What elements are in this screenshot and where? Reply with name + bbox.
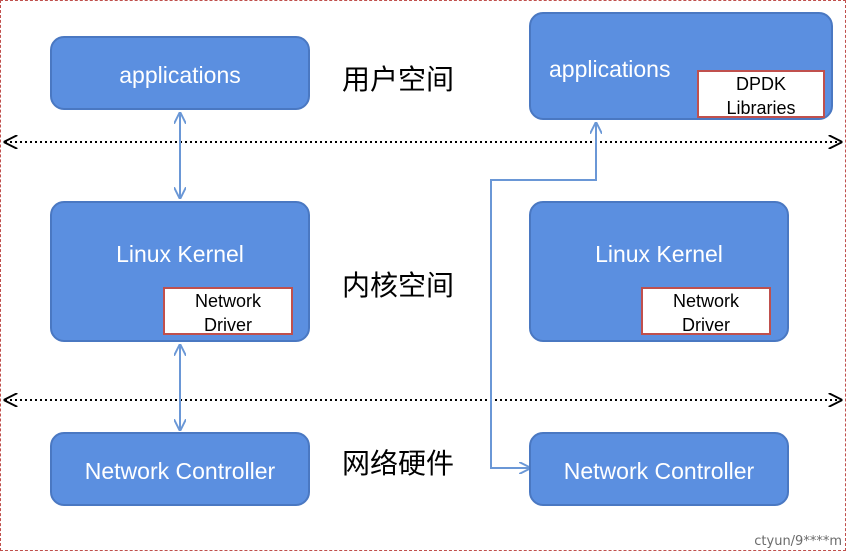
right-driver-line2: Driver xyxy=(682,315,730,335)
right-kernel-label: Linux Kernel xyxy=(595,241,723,267)
right-controller-label: Network Controller xyxy=(563,458,755,484)
left-applications-box: applications xyxy=(50,36,310,110)
left-kernel-label: Linux Kernel xyxy=(116,241,244,267)
left-driver-line1: Network xyxy=(194,291,261,311)
right-kernel-box: Linux Kernel Network Driver xyxy=(529,201,789,342)
zone-label-hardware: 网络硬件 xyxy=(342,447,455,480)
dpdk-line1: DPDK xyxy=(735,74,786,94)
left-driver-line2: Driver xyxy=(204,315,252,335)
right-driver-line1: Network xyxy=(672,291,739,311)
right-applications-label: applications xyxy=(549,56,671,82)
right-applications-box: applications DPDK Libraries xyxy=(529,12,833,120)
left-controller-box: Network Controller xyxy=(50,432,310,506)
dpdk-line2: Libraries xyxy=(726,98,796,118)
zone-label-user-space: 用户空间 xyxy=(342,63,455,96)
right-controller-box: Network Controller xyxy=(529,432,789,506)
zone-label-kernel-space: 内核空间 xyxy=(342,269,455,302)
left-network-driver-box: Network Driver xyxy=(163,287,293,335)
dpdk-libraries-box: DPDK Libraries xyxy=(697,70,825,118)
left-kernel-box: Linux Kernel Network Driver xyxy=(50,201,310,342)
right-network-driver-box: Network Driver xyxy=(641,287,771,335)
watermark: ctyun/9****m xyxy=(754,534,842,549)
arrow-dpdk-bypass xyxy=(490,123,596,468)
left-applications-label: applications xyxy=(119,62,241,88)
left-controller-label: Network Controller xyxy=(84,458,276,484)
